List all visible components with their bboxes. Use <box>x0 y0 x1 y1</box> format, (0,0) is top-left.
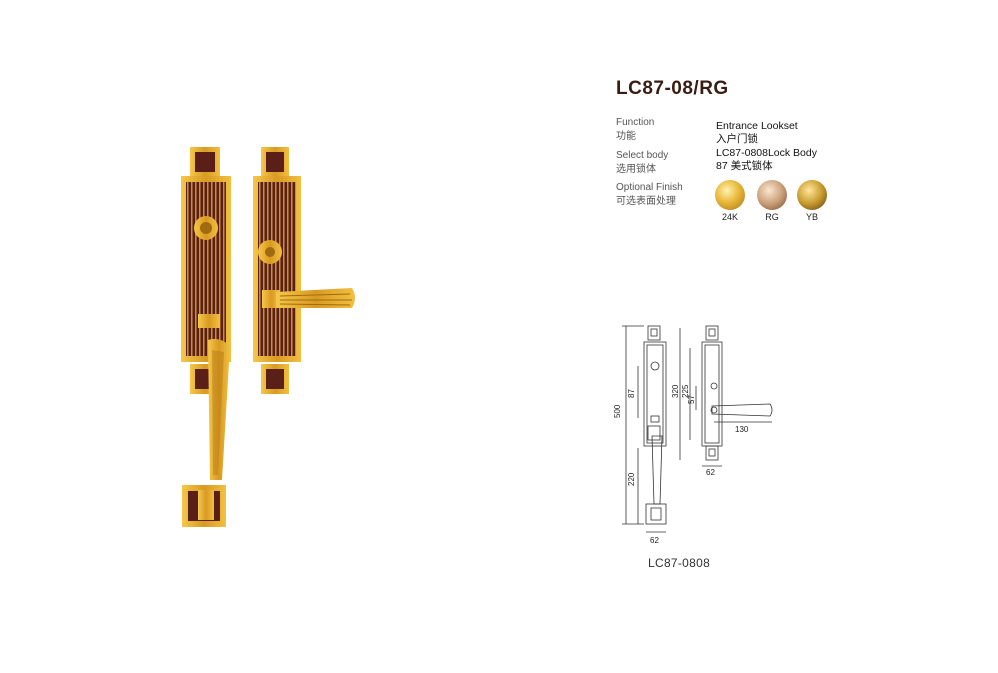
product-title: LC87-08/RG <box>616 78 729 99</box>
finish-swatch-rg: RG <box>757 180 787 222</box>
drawing-left-plate <box>643 341 667 447</box>
spec-label-en: Select body <box>616 150 669 161</box>
spec-label-cn: 选用锁体 <box>616 164 656 175</box>
spec-value-cn: 87 美式锁体 <box>716 160 773 172</box>
drawing-right-top-square <box>705 325 719 341</box>
spec-label-en: Optional Finish <box>616 182 683 193</box>
product-image <box>181 147 355 527</box>
finish-yb-label: YB <box>805 212 818 222</box>
grip-handle <box>208 338 230 480</box>
spec-label-en: Function <box>616 117 655 128</box>
finish-yb-swatch <box>797 180 827 210</box>
finish-rg-swatch <box>757 180 787 210</box>
drawing-right-bottom-inner <box>708 448 716 457</box>
drawing-left-top-square <box>647 325 661 341</box>
drawing-lever <box>711 403 773 417</box>
dim-87: 87 <box>627 389 636 398</box>
dim-130: 130 <box>735 425 749 434</box>
spec-value-en: LC87-0808Lock Body <box>716 147 817 159</box>
drawing-cylinder <box>650 361 660 371</box>
right-plate <box>253 176 301 362</box>
drawing-right-top-inner <box>708 328 716 337</box>
drawing-lever-rose <box>710 406 718 414</box>
drawing-right-plate-inner <box>704 344 720 444</box>
drawing-left-top-inner <box>650 328 658 337</box>
dim-500: 500 <box>613 404 622 418</box>
technical-drawing: 500 87 220 62 320 225 57 130 62 <box>613 325 773 545</box>
spec-label-cn: 功能 <box>616 131 636 142</box>
drawing-left-plate-inner <box>646 344 664 444</box>
drawing-grip-base <box>645 503 667 525</box>
lever-handle <box>262 288 355 308</box>
drawing-grip-base-inner <box>650 507 662 521</box>
dim-225: 225 <box>681 384 690 398</box>
drawing-right-bottom-square <box>705 445 719 461</box>
finish-swatch-24k: 24K <box>715 180 745 222</box>
dim-220: 220 <box>627 472 636 486</box>
finish-rg-label: RG <box>765 212 779 222</box>
dim-320: 320 <box>671 384 680 398</box>
dim-57: 57 <box>687 395 696 404</box>
right-top-square <box>261 147 289 177</box>
spec-value-cn: 入户门锁 <box>716 133 758 145</box>
spec-label-cn: 可选表面处理 <box>616 196 676 207</box>
left-plate <box>181 176 231 362</box>
drawing-left-mid-square <box>647 425 661 441</box>
finish-24k-label: 24K <box>721 212 738 222</box>
grip-base <box>182 485 226 527</box>
drawing-thumb <box>650 415 660 423</box>
drawing-turn <box>710 382 718 390</box>
left-top-square <box>190 147 220 177</box>
dim-62a: 62 <box>650 536 659 545</box>
dim-62b: 62 <box>706 468 715 477</box>
finish-swatch-yb: YB <box>797 180 827 222</box>
right-bottom-square <box>261 364 289 394</box>
drawing-caption: LC87-0808 <box>648 556 711 570</box>
finish-24k-swatch <box>715 180 745 210</box>
spec-value-en: Entrance Lookset <box>716 120 798 132</box>
